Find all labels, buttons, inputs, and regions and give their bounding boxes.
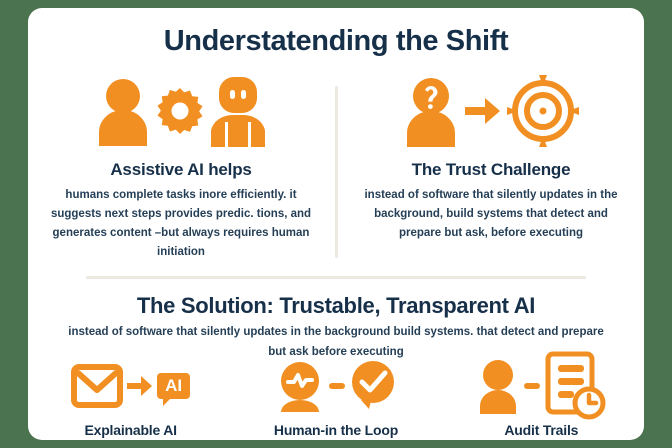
person-question-icon: [403, 75, 459, 147]
assistive-ai-heading: Assistive AI helps: [110, 160, 252, 179]
arrow-right-icon: [127, 375, 153, 397]
robot-icon: [209, 75, 267, 147]
person-icon: [95, 76, 151, 146]
ai-badge-label: AI: [165, 376, 183, 395]
page-title: Understatending the Shift: [163, 25, 509, 57]
target-icon: [507, 75, 579, 147]
dash-icon: [524, 381, 541, 391]
infographic-card: Understatending the Shift: [28, 8, 644, 440]
solution-body: instead of software that silently update…: [68, 326, 604, 358]
trust-challenge-icon-group: [346, 70, 636, 152]
feature-human-in-the-loop: Human-in the Loop: [233, 356, 438, 438]
solution-title: The Solution: Trustable, Transparent AI: [136, 293, 536, 318]
column-assistive-ai: Assistive AI helps humans complete tasks…: [36, 70, 326, 262]
explainable-ai-icon-group: AI: [28, 356, 233, 416]
person-profile-icon: [476, 358, 520, 414]
audit-trails-icon-group: [439, 351, 644, 420]
dash-icon: [328, 381, 345, 391]
assistive-ai-body: humans complete tasks inore efficiently.…: [50, 189, 312, 258]
gear-icon: [157, 88, 203, 134]
feature-label-audit-trails: Audit Trails: [504, 422, 579, 438]
envelope-icon: [71, 364, 124, 408]
feature-row: AI Explainable AI: [28, 351, 644, 438]
horizontal-divider: [86, 276, 586, 279]
feature-audit-trails: Audit Trails: [439, 351, 644, 438]
vertical-divider: [335, 86, 338, 258]
trust-challenge-body: instead of software that silently update…: [364, 189, 618, 239]
person-pulse-icon: [275, 360, 325, 412]
feature-label-explainable-ai: Explainable AI: [84, 422, 177, 438]
column-trust-challenge: The Trust Challenge instead of software …: [346, 70, 636, 243]
feature-explainable-ai: AI Explainable AI: [28, 356, 233, 438]
assistive-ai-icon-group: [36, 70, 326, 152]
arrow-right-icon: [465, 96, 501, 126]
human-in-the-loop-icon-group: [233, 356, 438, 416]
ai-bubble-icon: AI: [157, 373, 191, 406]
feature-label-human-in-the-loop: Human-in the Loop: [273, 422, 399, 438]
trust-challenge-heading: The Trust Challenge: [411, 160, 571, 179]
check-bubble-icon: [349, 360, 397, 412]
document-clock-icon: [544, 351, 606, 421]
